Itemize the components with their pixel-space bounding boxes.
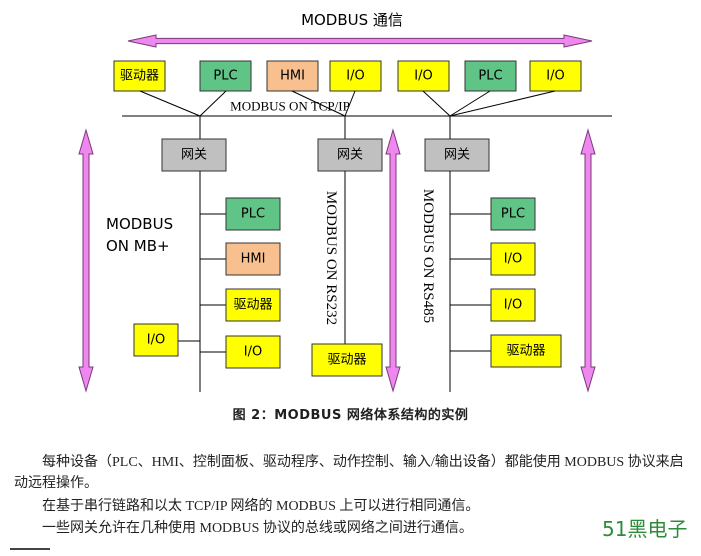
mbplus-network-label-line-2: ON MB+ bbox=[106, 237, 170, 255]
cut-off-heading-fragment bbox=[10, 548, 50, 556]
tcpip-bus-label: MODBUS ON TCP/IP bbox=[230, 99, 350, 114]
mbplus-device-2 bbox=[225, 242, 281, 276]
top-device-1 bbox=[113, 60, 166, 92]
rs232-device-1-label: 驱动器 bbox=[327, 353, 366, 368]
top-device-2-link bbox=[199, 90, 227, 117]
top-device-4-label: I/O bbox=[346, 69, 364, 84]
top-device-4 bbox=[329, 60, 382, 92]
top-device-3-link bbox=[291, 90, 346, 117]
paragraph-gateways: 一些网关允许在几种使用 MODBUS 协议的总线或网络之间进行通信。 bbox=[42, 521, 473, 536]
mbplus-device-3-label: 驱动器 bbox=[233, 298, 272, 313]
paragraph-serial-tcp: 在基于串行链路和以太 TCP/IP 网络的 MODBUS 上可以进行相同通信。 bbox=[42, 499, 480, 514]
paragraph-devices: 每种设备（PLC、HMI、控制面板、驱动程序、动作控制、输入/输出设备）都能使用… bbox=[14, 455, 684, 491]
rs232-vertical-arrow bbox=[385, 128, 401, 393]
gateway-2 bbox=[317, 138, 383, 172]
top-device-7 bbox=[529, 60, 582, 92]
top-device-4-link bbox=[344, 90, 356, 117]
rs232-network-label: MODBUS ON RS232 bbox=[323, 191, 339, 325]
figure-caption: 图 2：MODBUS 网络体系结构的实例 bbox=[232, 408, 469, 423]
top-device-5-link bbox=[422, 90, 451, 117]
rs485-vertical-arrow bbox=[580, 128, 596, 393]
mbplus-extra-io-label: I/O bbox=[147, 333, 165, 348]
rs485-device-2 bbox=[490, 242, 536, 276]
top-device-1-label: 驱动器 bbox=[120, 69, 159, 84]
rs485-network-label: MODBUS ON RS485 bbox=[420, 189, 436, 323]
mbplus-device-3 bbox=[225, 288, 281, 322]
top-device-7-link bbox=[449, 90, 556, 117]
mbplus-device-4-label: I/O bbox=[244, 345, 262, 360]
mbplus-device-2-label: HMI bbox=[241, 252, 266, 267]
rs485-device-3-label: I/O bbox=[504, 298, 522, 313]
mbplus-extra-io bbox=[133, 323, 179, 357]
gateway-1 bbox=[161, 138, 227, 172]
top-device-2-label: PLC bbox=[213, 69, 237, 84]
rs485-device-1-label: PLC bbox=[501, 207, 525, 222]
gateway-2-label: 网关 bbox=[337, 148, 363, 163]
top-device-1-link bbox=[139, 90, 201, 117]
mbplus-device-1-label: PLC bbox=[241, 207, 265, 222]
rs485-device-1 bbox=[490, 197, 536, 231]
rs485-device-2-label: I/O bbox=[504, 252, 522, 267]
top-device-3-label: HMI bbox=[280, 69, 305, 84]
gateway-1-label: 网关 bbox=[181, 148, 207, 163]
top-device-7-label: I/O bbox=[546, 69, 564, 84]
gateway-3 bbox=[424, 138, 490, 172]
modbus-communication-arrow bbox=[127, 34, 593, 48]
rs232-device-1 bbox=[311, 343, 383, 377]
diagram-title: MODBUS 通信 bbox=[301, 11, 403, 29]
mbplus-vertical-arrow bbox=[78, 128, 94, 393]
gateway-3-label: 网关 bbox=[444, 148, 470, 163]
mbplus-device-4 bbox=[225, 335, 281, 369]
top-device-6 bbox=[464, 60, 517, 92]
rs485-device-4 bbox=[490, 334, 562, 368]
top-device-6-link bbox=[449, 90, 491, 117]
top-device-2 bbox=[199, 60, 252, 92]
top-device-6-label: PLC bbox=[478, 69, 502, 84]
rs485-device-3 bbox=[490, 288, 536, 322]
watermark-logo: 51黑电子 bbox=[602, 517, 688, 541]
mbplus-device-1 bbox=[225, 197, 281, 231]
rs485-device-4-label: 驱动器 bbox=[506, 344, 545, 359]
mbplus-network-label-line-1: MODBUS bbox=[106, 215, 173, 233]
top-device-5-label: I/O bbox=[414, 69, 432, 84]
